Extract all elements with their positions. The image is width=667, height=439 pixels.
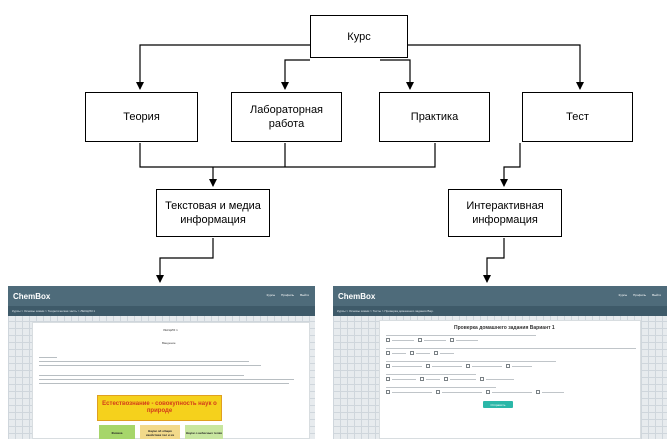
app-header: ChemBox Курсы Профиль Выйти [8, 286, 315, 306]
category-physics: Физика [99, 425, 135, 439]
quiz-panel: Проверка домашнего задания Вариант 1 [379, 320, 641, 439]
category-astro: Науки о небесных телах [185, 425, 223, 439]
answer-label [486, 379, 514, 380]
answer-label [432, 366, 462, 367]
answer-label [456, 340, 478, 341]
breadcrumb-text[interactable]: Курсы > Основы химии > Теоретическая час… [12, 309, 96, 313]
answer-checkbox[interactable] [386, 338, 390, 342]
answer-label [424, 340, 446, 341]
answer-checkbox[interactable] [436, 390, 440, 394]
answer-checkbox[interactable] [434, 351, 438, 355]
answer-checkbox[interactable] [410, 351, 414, 355]
lecture-subtitle: Введение [162, 341, 176, 345]
answer-label [416, 353, 430, 354]
edge-textmedia-shot [156, 238, 214, 283]
edge-course-test [408, 44, 584, 90]
text-line [39, 361, 249, 362]
edge-course-practice [380, 59, 414, 90]
answer-label [542, 392, 564, 393]
answer-label [442, 392, 482, 393]
node-theory: Теория [85, 92, 198, 142]
text-line [39, 365, 261, 366]
answer-checkbox[interactable] [426, 364, 430, 368]
answer-label [450, 379, 476, 380]
edge-course-lab [281, 59, 310, 90]
quiz-screenshot: ChemBox Курсы Профиль Выйти Курсы > Осно… [333, 286, 667, 439]
answer-checkbox[interactable] [450, 338, 454, 342]
nav-courses[interactable]: Курсы [266, 293, 276, 297]
nav-logout[interactable]: Выйти [652, 293, 661, 297]
lecture-content: ЛЕКЦИЯ 1 Введение Естествознание - совок… [32, 322, 310, 439]
header-nav: Курсы Профиль Выйти [619, 293, 661, 297]
lecture-screenshot: ChemBox Курсы Профиль Выйти Курсы > Осно… [8, 286, 315, 439]
question-text [386, 361, 556, 362]
quiz-title: Проверка домашнего задания Вариант 1 [454, 325, 555, 331]
edge-interactive-shot [483, 238, 505, 283]
header-nav: Курсы Профиль Выйти [267, 293, 309, 297]
answer-label [392, 379, 416, 380]
answer-checkbox[interactable] [486, 390, 490, 394]
node-lab: Лабораторная работа [231, 92, 342, 142]
science-banner: Естествознание - совокупность наук о при… [97, 395, 222, 421]
lecture-title: ЛЕКЦИЯ 1 [163, 328, 178, 332]
answer-label [426, 379, 440, 380]
app-header: ChemBox Курсы Профиль Выйти [333, 286, 667, 306]
answer-label [392, 392, 432, 393]
edge-course-theory [136, 44, 310, 90]
text-line [39, 357, 57, 358]
text-line [39, 375, 244, 376]
answer-checkbox[interactable] [420, 377, 424, 381]
breadcrumb-text[interactable]: Курсы > Основы химии > Тесты > Проверка … [337, 309, 434, 313]
breadcrumb: Курсы > Основы химии > Теоретическая час… [8, 306, 315, 316]
answer-checkbox[interactable] [466, 364, 470, 368]
app-brand: ChemBox [338, 291, 376, 301]
answer-label [440, 353, 454, 354]
nav-profile[interactable]: Профиль [281, 293, 295, 297]
text-line [39, 379, 294, 380]
question-text [386, 348, 636, 349]
answer-checkbox[interactable] [536, 390, 540, 394]
answer-checkbox[interactable] [418, 338, 422, 342]
category-general: Науки об общих свойствах тел и их [140, 425, 180, 439]
edge-test-interactive [500, 143, 521, 187]
nav-profile[interactable]: Профиль [633, 293, 647, 297]
question-text [386, 387, 496, 388]
breadcrumb: Курсы > Основы химии > Тесты > Проверка … [333, 306, 667, 316]
submit-button[interactable]: Отправить [483, 401, 513, 408]
text-line [39, 383, 289, 384]
nav-logout[interactable]: Выйти [300, 293, 309, 297]
node-course: Курс [310, 15, 408, 58]
answer-checkbox[interactable] [386, 390, 390, 394]
edge-merge-bus [139, 143, 436, 168]
answer-label [492, 392, 532, 393]
answer-checkbox[interactable] [386, 377, 390, 381]
app-brand: ChemBox [13, 291, 51, 301]
answer-checkbox[interactable] [386, 364, 390, 368]
answer-label [392, 340, 414, 341]
node-textmedia: Текстовая и медиа информация [156, 189, 270, 237]
answer-checkbox[interactable] [480, 377, 484, 381]
node-practice: Практика [379, 92, 490, 142]
answer-label [392, 366, 422, 367]
answer-label [512, 366, 532, 367]
answer-checkbox[interactable] [506, 364, 510, 368]
nav-courses[interactable]: Курсы [618, 293, 628, 297]
answer-checkbox[interactable] [444, 377, 448, 381]
question-text [386, 374, 476, 375]
answer-label [472, 366, 502, 367]
node-interactive: Интерактивная информация [448, 189, 562, 237]
node-test: Тест [522, 92, 633, 142]
answer-checkbox[interactable] [386, 351, 390, 355]
answer-label [392, 353, 406, 354]
question-text [386, 335, 536, 336]
